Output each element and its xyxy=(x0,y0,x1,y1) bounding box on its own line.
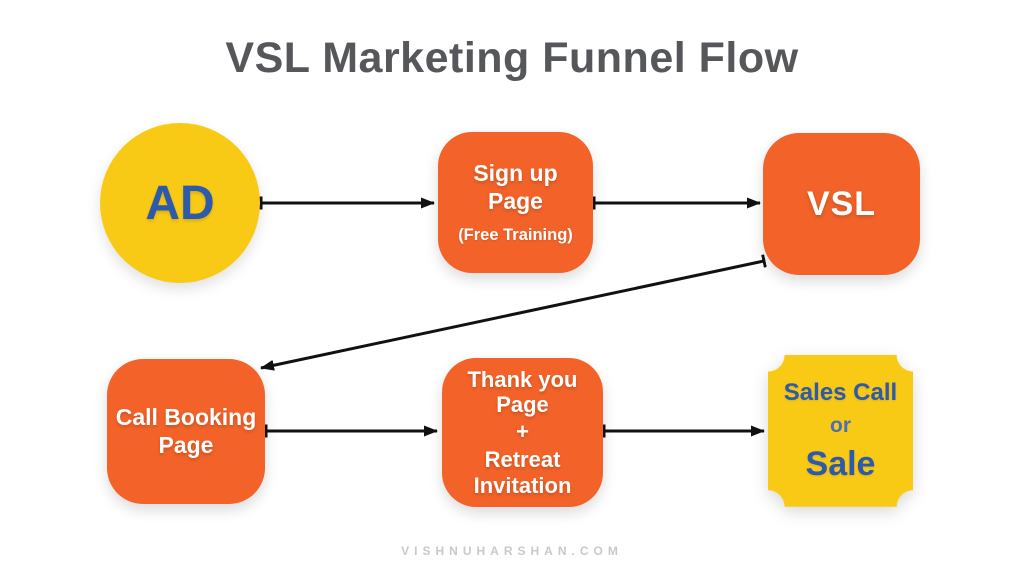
thank-you-plus: + xyxy=(516,419,529,445)
vsl-label: VSL xyxy=(806,184,877,223)
thank-you-subtitle: Retreat Invitation xyxy=(473,446,572,498)
sale-line1: Sales Call xyxy=(783,378,898,406)
signup-page-title: Sign up Page xyxy=(473,160,558,214)
call-booking-page-title: Call Booking Page xyxy=(115,404,257,458)
node-call-booking-page: Call Booking Page xyxy=(107,359,265,504)
thank-you-page-title: Thank you Page xyxy=(467,366,578,418)
ad-label: AD xyxy=(145,176,215,230)
signup-page-subtitle: (Free Training) xyxy=(458,225,573,244)
sale-line2: or xyxy=(830,413,851,437)
node-signup-page: Sign up Page (Free Training) xyxy=(438,132,593,273)
node-thank-you-page: Thank you Page + Retreat Invitation xyxy=(442,358,603,507)
node-ad: AD xyxy=(100,123,260,283)
sale-line3: Sale xyxy=(805,444,876,483)
node-vsl: VSL xyxy=(763,133,920,275)
page-title: VSL Marketing Funnel Flow xyxy=(225,34,799,82)
watermark: VISHNUHARSHAN.COM xyxy=(401,544,623,558)
arrow-vsl-to-callbooking xyxy=(260,254,767,371)
node-sales-call-or-sale: Sales Call or Sale xyxy=(768,355,913,507)
